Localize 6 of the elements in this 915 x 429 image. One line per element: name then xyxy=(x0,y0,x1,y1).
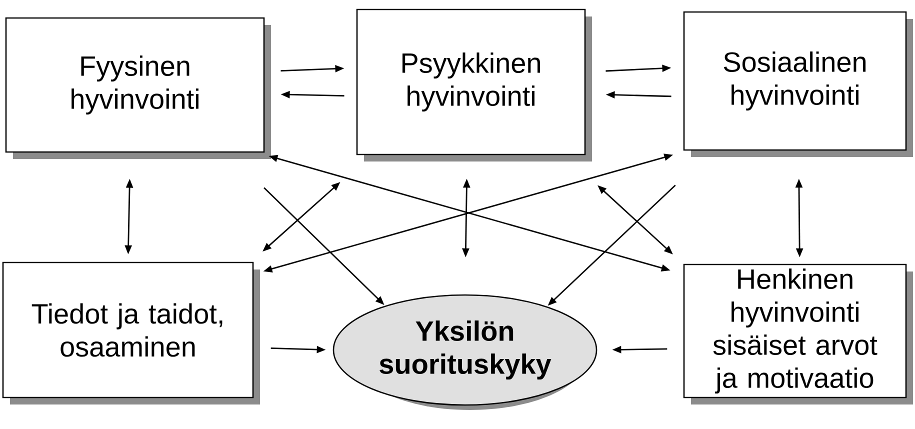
text-box: Henkinen hyvinvointi sisäiset arvot ja motivaatio xyxy=(683,264,913,404)
text-box: Tiedot ja taidot, osaaminen xyxy=(2,262,260,404)
text-box: Psyykkinen hyvinvointi xyxy=(356,8,592,162)
text-box: Fyysinen hyvinvointi xyxy=(5,17,271,159)
ellipse-node: Yksilön suorituskyky xyxy=(332,294,598,410)
text-box: Sosiaalinen hyvinvointi xyxy=(683,11,913,157)
